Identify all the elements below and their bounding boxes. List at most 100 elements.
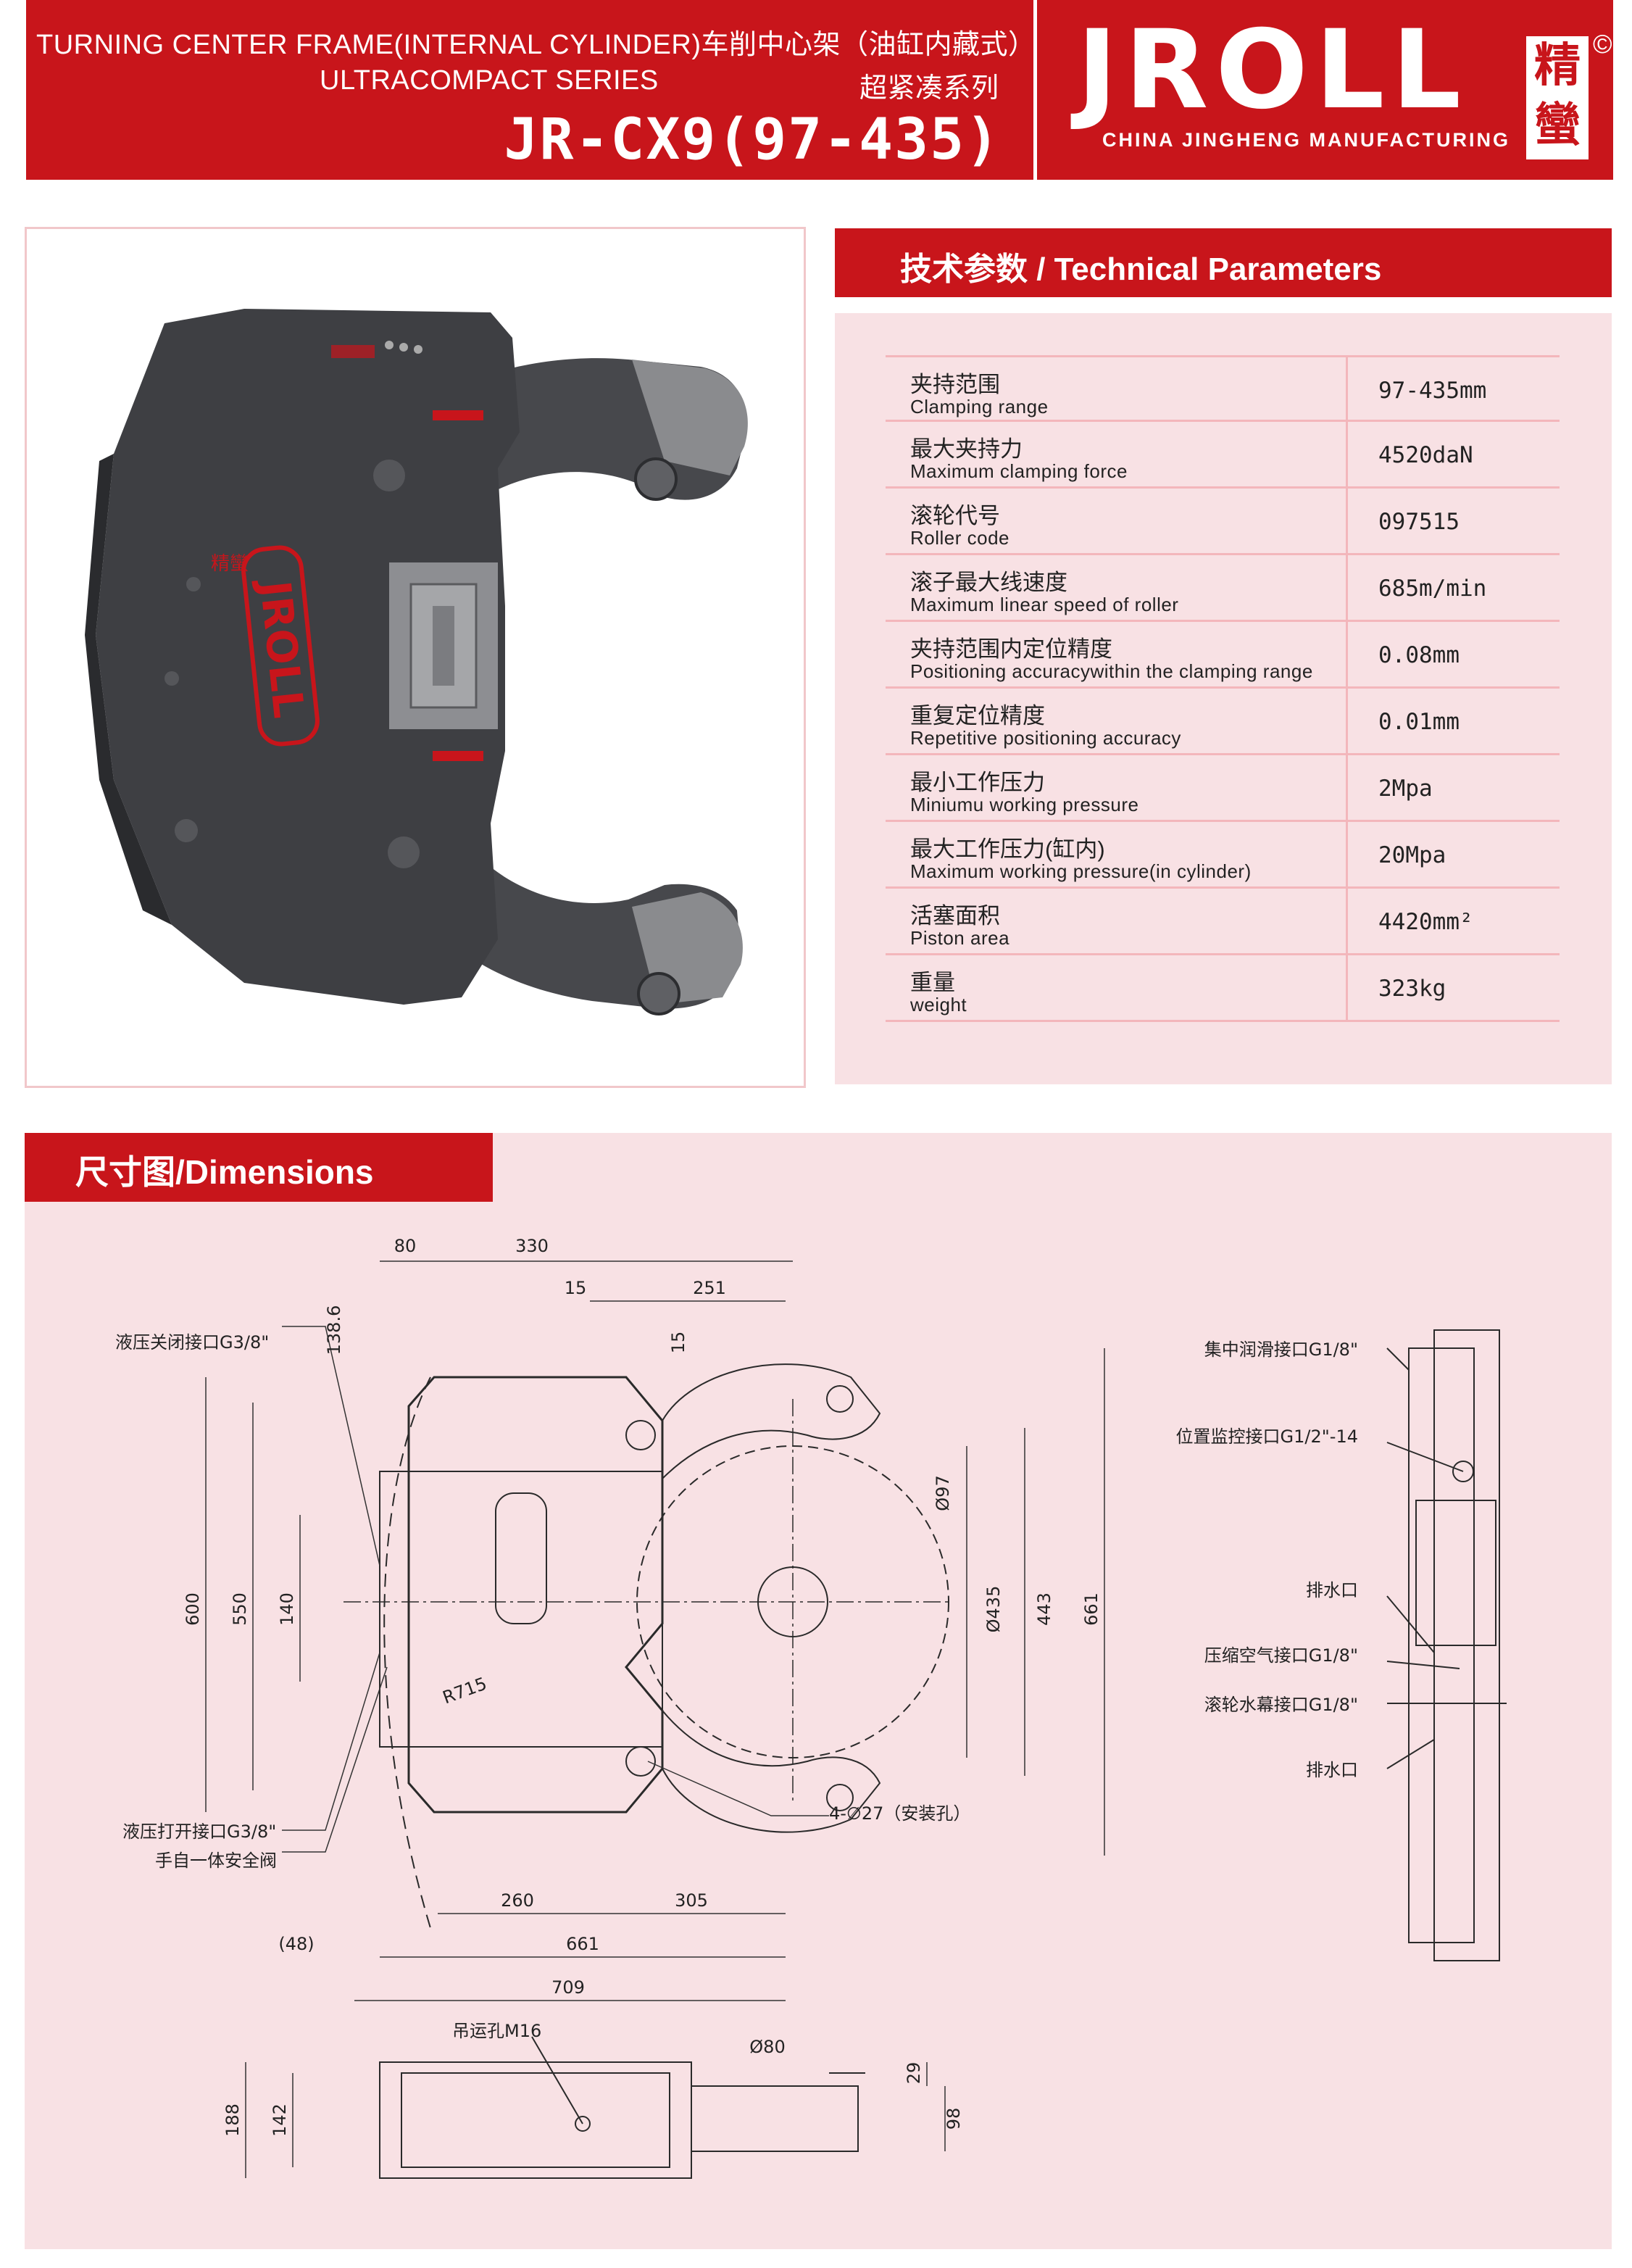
param-divider [1346, 955, 1348, 1020]
label-manual-valve: 手自一体安全阀 [155, 1850, 277, 1871]
param-en: Maximum clamping force [910, 460, 1128, 482]
label-roller-curtain: 滚轮水幕接口G1/8" [1204, 1695, 1358, 1715]
dim-260: 260 [501, 1890, 534, 1911]
dim-661-v: 661 [1081, 1592, 1102, 1626]
param-value: 4520daN [1378, 442, 1473, 468]
params-panel [835, 313, 1612, 1084]
dimension-drawing: 80 330 15 251 15 138.6 600 550 140 Ø97 Ø… [115, 1236, 1507, 2179]
param-value: 2Mpa [1378, 776, 1433, 802]
label-drain2: 排水口 [1306, 1760, 1358, 1780]
dim-phi97: Ø97 [933, 1475, 953, 1511]
label-hyd-close: 液压关闭接口G3/8" [115, 1332, 269, 1353]
label-lifting: 吊运孔M16 [452, 2021, 541, 2041]
param-divider [1346, 622, 1348, 686]
param-en: Miniumu working pressure [910, 794, 1139, 815]
dim-188: 188 [222, 2103, 243, 2137]
product-image-panel: JROLL 精蠻 [25, 227, 806, 1088]
param-en: Positioning accuracywithin the clamping … [910, 660, 1313, 682]
label-drain1: 排水口 [1306, 1580, 1358, 1600]
param-en: Maximum working pressure(in cylinder) [910, 860, 1252, 882]
param-en: Roller code [910, 527, 1010, 549]
param-cn: 滚子最大线速度 [910, 570, 1067, 595]
param-divider [1346, 555, 1348, 620]
param-en: Repetitive positioning accuracy [910, 727, 1181, 749]
logo-wordmark: JROLL [1077, 7, 1468, 133]
param-divider [1346, 689, 1348, 753]
header-banner: TURNING CENTER FRAME(INTERNAL CYLINDER)车… [26, 0, 1613, 180]
dim-138-6: 138.6 [324, 1305, 344, 1355]
param-en: Maximum linear speed of roller [910, 594, 1179, 615]
dim-600: 600 [183, 1592, 203, 1626]
dim-661-h: 661 [566, 1934, 599, 1954]
dim-305: 305 [675, 1890, 708, 1911]
series-en: ULTRACOMPACT SERIES [320, 65, 659, 96]
dim-15a: 15 [565, 1278, 587, 1298]
label-air: 压缩空气接口G1/8" [1204, 1645, 1358, 1666]
param-cn: 活塞面积 [910, 903, 1000, 929]
label-central-lube: 集中润滑接口G1/8" [1204, 1339, 1358, 1360]
header-divider [1033, 0, 1037, 180]
params-title: 技术参数 / Technical Parameters [900, 252, 1382, 287]
dim-709: 709 [551, 1977, 585, 1998]
product-render: JROLL 精蠻 [85, 309, 748, 1015]
param-cn: 最大夹持力 [910, 436, 1023, 462]
jroll-logo: JROLL CHINA JINGHENG MANUFACTURING 精蠻 © [1077, 14, 1613, 167]
dim-15b: 15 [668, 1332, 688, 1354]
param-cn: 夹持范围内定位精度 [910, 636, 1112, 662]
dim-330: 330 [515, 1236, 549, 1256]
param-value: 0.01mm [1378, 709, 1460, 735]
dim-r715: R715 [440, 1674, 489, 1708]
dim-98: 98 [944, 2108, 964, 2130]
param-value: 4420mm² [1378, 909, 1473, 935]
dim-phi435: Ø435 [983, 1586, 1004, 1633]
param-value: 323kg [1378, 976, 1446, 1002]
dim-29: 29 [904, 2062, 924, 2085]
params-banner: 技术参数 / Technical Parameters [835, 228, 1612, 297]
dim-48: (48) [278, 1934, 314, 1954]
dimensions-banner: 尺寸图/Dimensions [25, 1133, 493, 1202]
model-number: JR-CX9(97-435) [504, 107, 1001, 173]
param-divider [1346, 822, 1348, 886]
label-hyd-open: 液压打开接口G3/8" [122, 1822, 276, 1842]
label-mount-holes: 4-∅27（安装孔） [829, 1803, 970, 1824]
param-cn: 滚轮代号 [910, 503, 1000, 528]
param-value: 685m/min [1378, 576, 1487, 602]
param-cn: 最大工作压力(缸内) [910, 836, 1105, 862]
param-cn: 重复定位精度 [910, 703, 1045, 728]
param-cn: 夹持范围 [910, 372, 1000, 397]
series-cn: 超紧凑系列 [859, 73, 999, 104]
param-divider [1346, 489, 1348, 553]
param-cn: 最小工作压力 [910, 770, 1045, 795]
param-en: Piston area [910, 927, 1010, 949]
param-divider [1346, 889, 1348, 953]
copyright-mark: © [1593, 29, 1612, 59]
param-divider [1346, 755, 1348, 820]
dim-443: 443 [1034, 1592, 1054, 1626]
param-divider [1346, 422, 1348, 486]
dim-142: 142 [270, 2103, 290, 2137]
param-en: weight [910, 994, 967, 1015]
dim-550: 550 [230, 1592, 250, 1626]
logo-subtitle: CHINA JINGHENG MANUFACTURING [1102, 129, 1510, 151]
param-row: 最大工作压力(缸内)Maximum working pressure(in cy… [886, 822, 1560, 889]
dimensions-panel [25, 1133, 1612, 2249]
header-title-line: TURNING CENTER FRAME(INTERNAL CYLINDER)车… [36, 30, 1036, 60]
body-brand-cn: 精蠻 [211, 553, 249, 575]
param-value: 97-435mm [1378, 378, 1487, 404]
param-value: 20Mpa [1378, 842, 1446, 868]
param-en: Clamping range [910, 396, 1049, 418]
dimensions-title: 尺寸图/Dimensions [75, 1153, 374, 1191]
param-cn: 重量 [910, 970, 955, 995]
dim-phi80: Ø80 [749, 2037, 785, 2057]
label-pos-monitor: 位置监控接口G1/2"-14 [1176, 1426, 1358, 1447]
